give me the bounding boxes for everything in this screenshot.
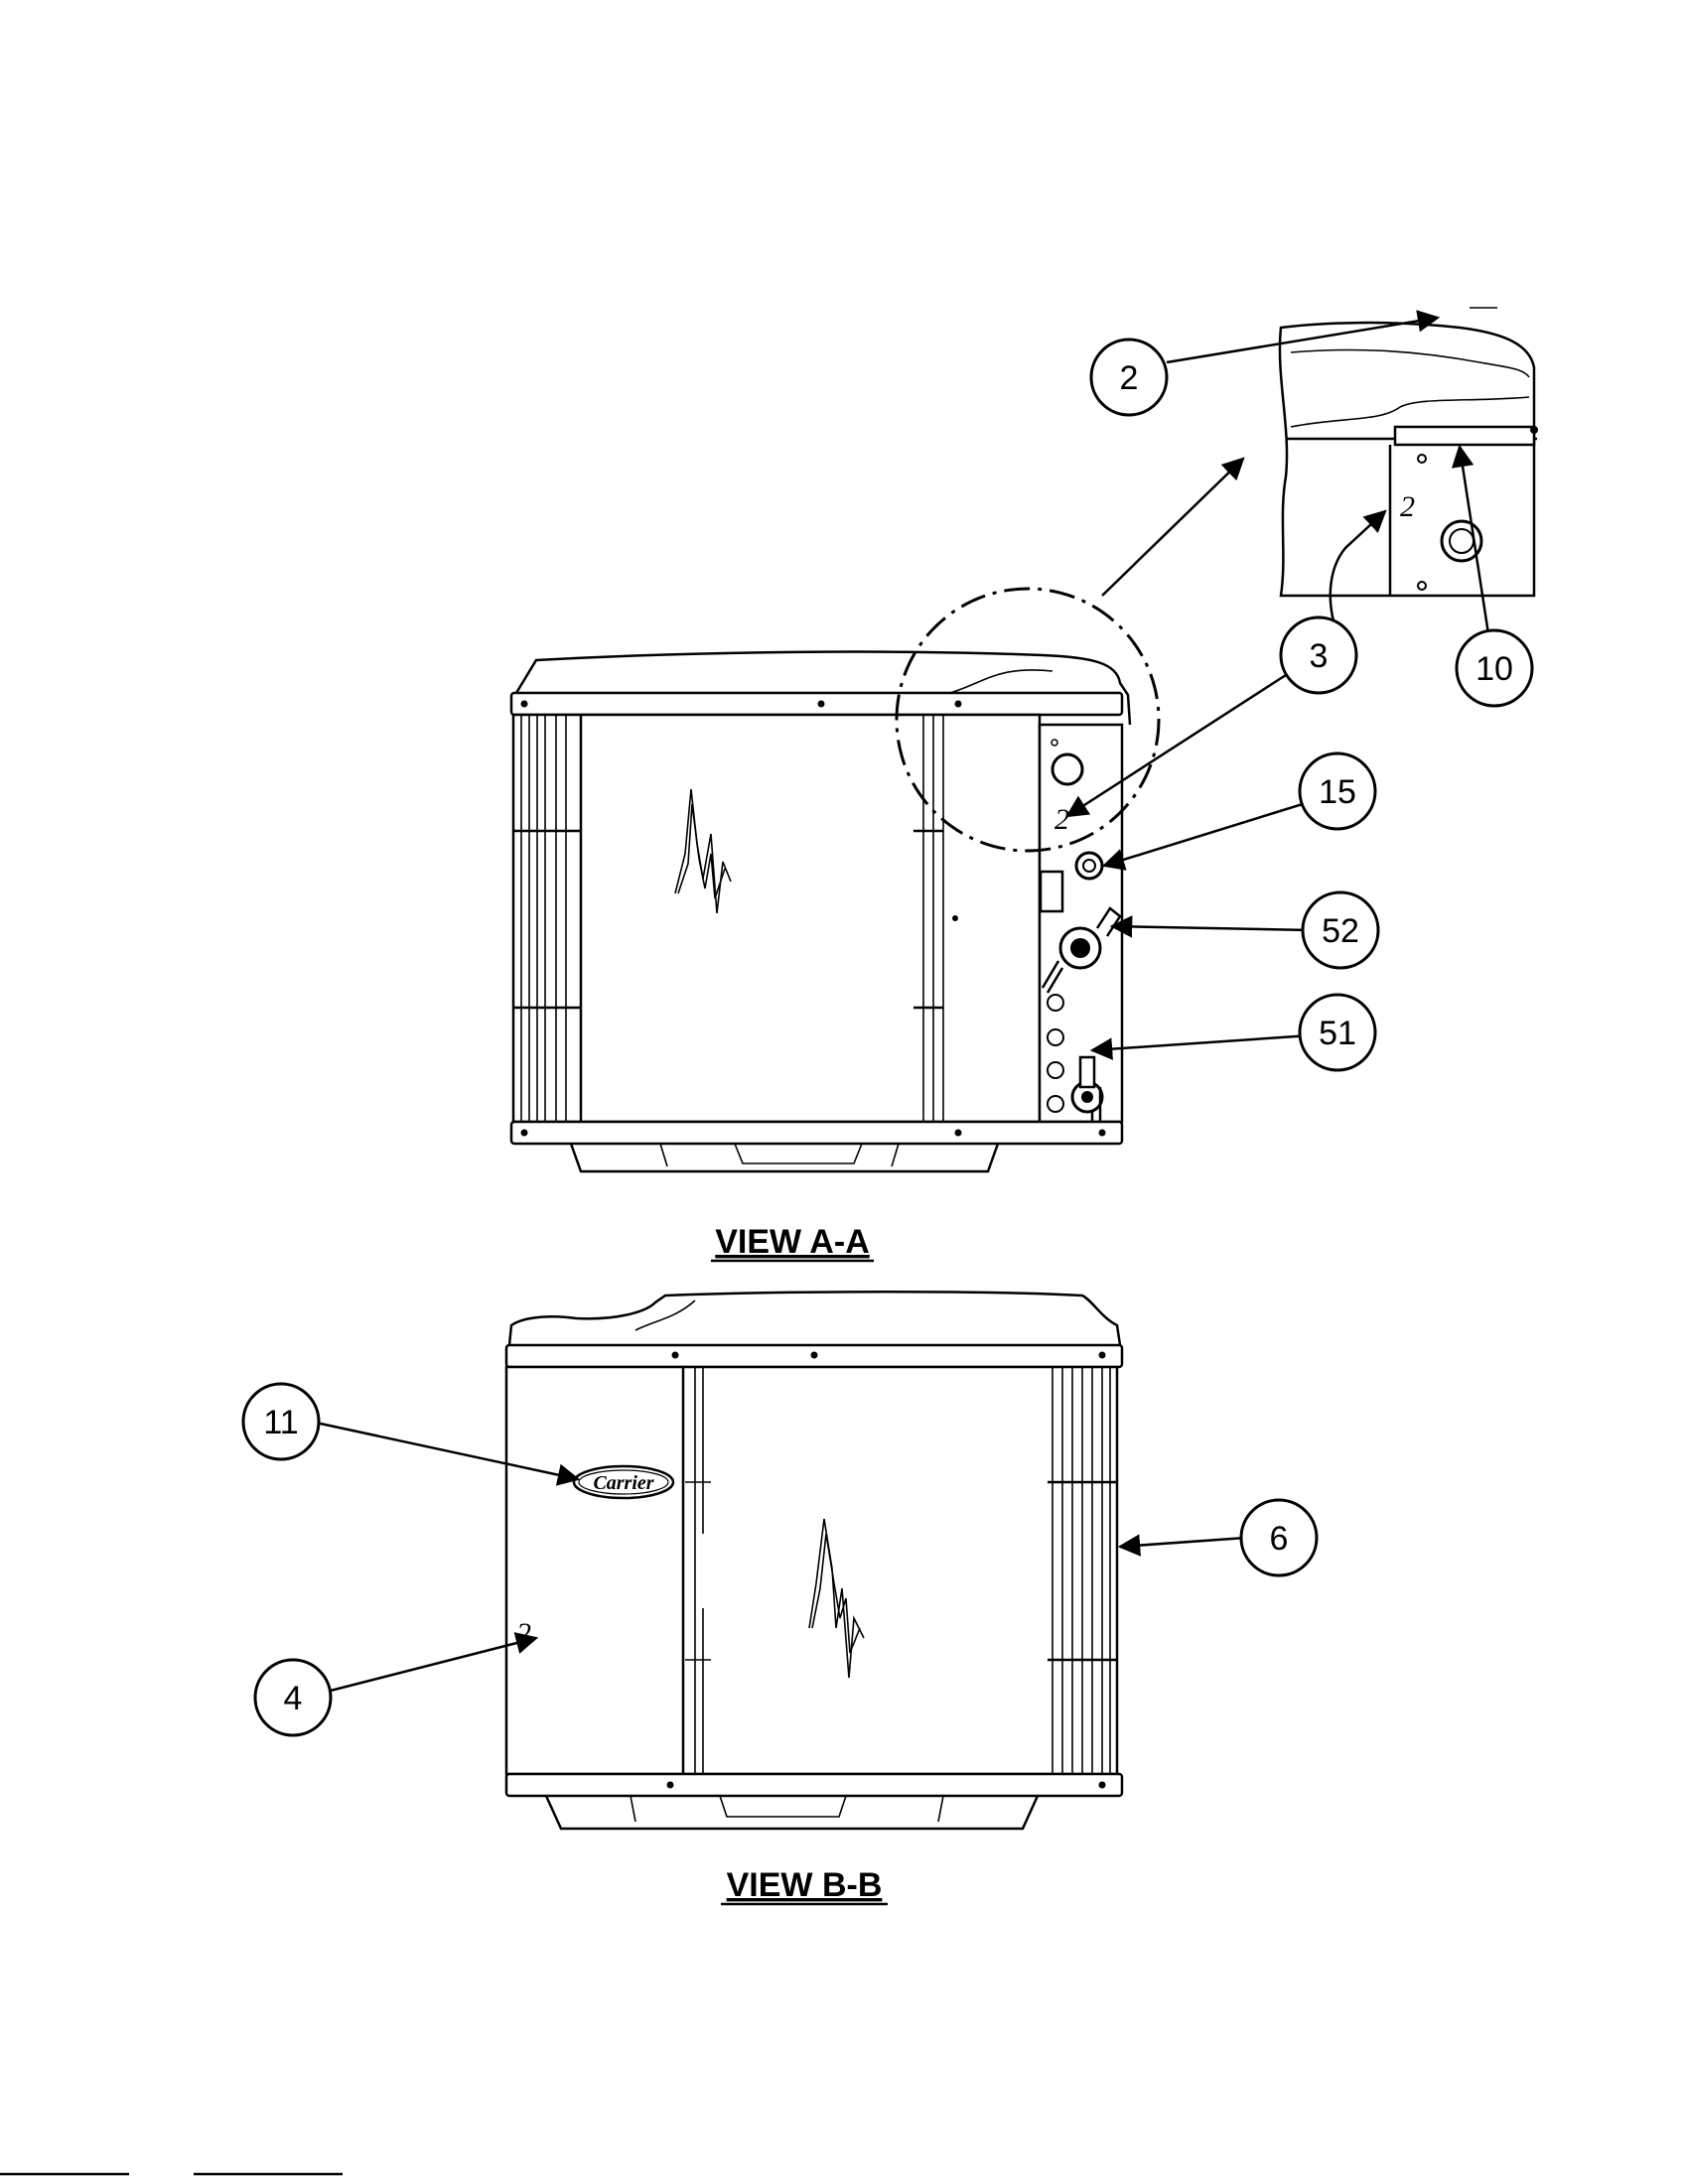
mark-view-a: 2	[1054, 803, 1069, 836]
view-b-label: VIEW B-B	[727, 1866, 883, 1904]
svg-text:4: 4	[284, 1680, 303, 1717]
svg-text:3: 3	[1310, 637, 1329, 675]
svg-text:52: 52	[1322, 912, 1359, 950]
callout-51: 51	[1298, 993, 1377, 1072]
detail-inset	[1278, 307, 1538, 598]
callout-52: 52	[1301, 890, 1380, 970]
svg-text:2: 2	[1120, 359, 1139, 397]
view-a-label: VIEW A-A	[715, 1223, 870, 1261]
carrier-logo: Carrier	[593, 1472, 653, 1494]
mark-inset: 2	[1400, 490, 1415, 523]
callout-2: 2	[1089, 338, 1169, 417]
callout-10: 10	[1455, 628, 1534, 708]
view-a-unit	[509, 587, 1161, 1173]
svg-text:6: 6	[1270, 1520, 1289, 1558]
callout-15: 15	[1298, 751, 1377, 831]
callout-3: 3	[1279, 615, 1358, 695]
svg-text:15: 15	[1319, 773, 1356, 811]
mark-view-b: 2	[516, 1617, 531, 1650]
svg-text:10: 10	[1475, 650, 1513, 688]
svg-text:11: 11	[263, 1404, 298, 1441]
svg-text:51: 51	[1319, 1015, 1356, 1052]
callout-6: 6	[1239, 1498, 1319, 1577]
callout-11: 11	[241, 1382, 321, 1461]
view-b-unit: Carrier	[504, 1291, 1124, 1831]
callout-4: 4	[253, 1658, 333, 1737]
